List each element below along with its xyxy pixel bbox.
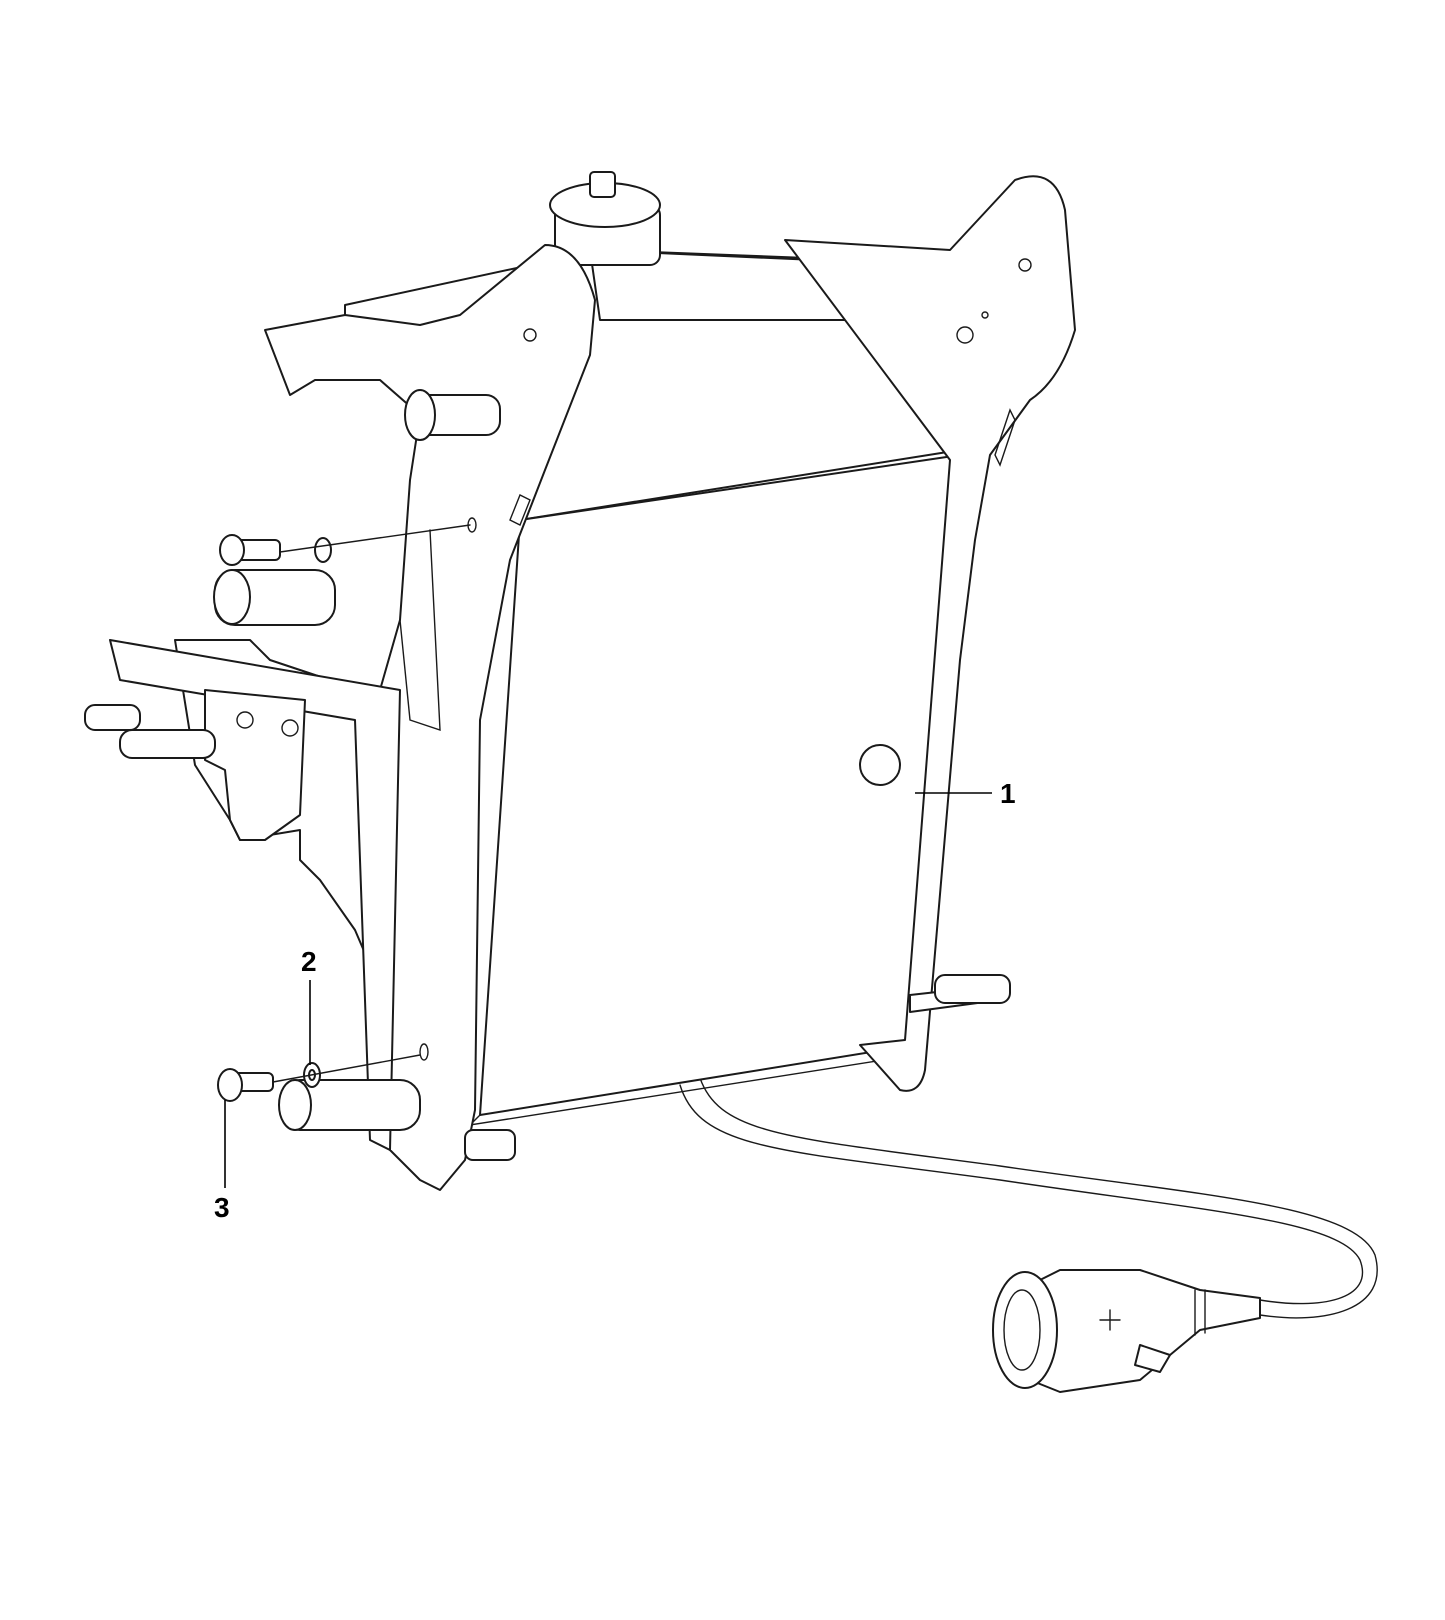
callout-3: 3 (214, 1192, 230, 1223)
fittings (84, 389, 1011, 1161)
callout-1: 1 (1000, 778, 1016, 809)
callout-2: 2 (301, 946, 317, 977)
cable (679, 1077, 1378, 1319)
lower-screw-assembly (217, 1043, 429, 1102)
tank-front-face (479, 454, 961, 1116)
upper-screw-assembly (219, 517, 477, 566)
drain-plug (859, 744, 901, 786)
electrical-connector (992, 1269, 1261, 1393)
